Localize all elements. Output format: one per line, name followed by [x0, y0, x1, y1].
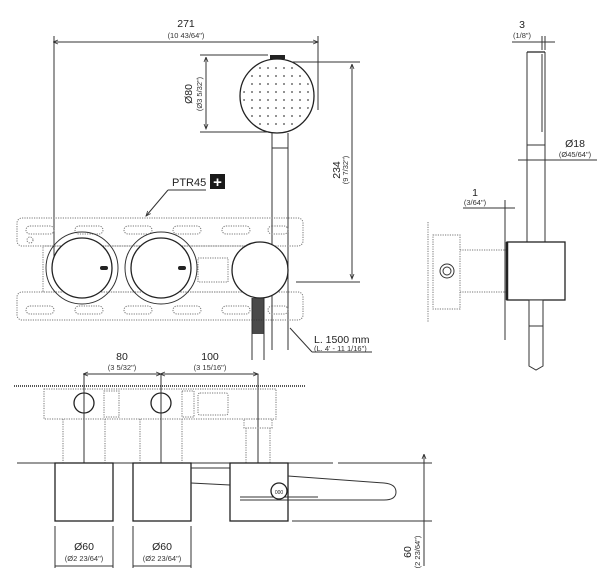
knob-depth-imperial: (2 23/64")	[413, 535, 422, 568]
hose-connection-mark: 000	[275, 490, 284, 496]
hand-shower-height-value: 234	[331, 161, 343, 179]
hose-length-label: L. 1500 mm (L. 4' - 11 1/16")	[289, 327, 372, 353]
hose	[528, 326, 544, 371]
valve-body	[432, 234, 461, 310]
shower-head-nozzles	[243, 62, 311, 130]
shower-head-cap	[270, 55, 285, 59]
wall-gap-value: 1	[472, 187, 478, 199]
hand-shower-height-imperial: (9 7/32")	[341, 155, 350, 184]
knob-diameter-dimensions: Ø60 (Ø2 23/64") Ø60 (Ø2 23/64")	[54, 526, 192, 568]
hose-connection-circle	[270, 482, 288, 500]
knob-spacing-dimension: 80 (3 5/32") 100 (3 15/16")	[84, 351, 258, 374]
spacing-1-imperial: (3 5/32")	[108, 363, 137, 372]
overall-width-imperial: (10 43/64")	[168, 31, 205, 40]
knob-rosette	[124, 231, 198, 305]
handle-thickness-value: 3	[519, 19, 525, 31]
connector-block	[103, 390, 120, 418]
mixer-knob-2	[124, 231, 198, 305]
valve-port	[439, 263, 455, 279]
knob-depth-dimension: 60 (2 23/64")	[292, 455, 432, 568]
hand-shower-height-dimension: 234 (9 7/32")	[292, 61, 360, 283]
plus-badge	[210, 174, 225, 189]
spacing-1-value: 80	[116, 351, 128, 363]
valve-body-top	[43, 388, 277, 420]
knob-indicator	[178, 266, 186, 270]
shower-head-diameter-value: Ø80	[183, 84, 195, 104]
hose-length-value: L. 1500 mm	[314, 334, 370, 346]
hose-nut	[528, 299, 544, 327]
hose-top	[190, 482, 231, 486]
plus-icon: +	[213, 174, 222, 191]
mount-hole	[26, 236, 34, 244]
handle-diameter-dimension: Ø18 (Ø45/64")	[518, 138, 597, 161]
mixer-knob-1	[45, 231, 119, 305]
leader-line	[289, 327, 313, 353]
shower-head-diameter-dimension: Ø80 (Ø3 5/32")	[183, 54, 268, 133]
knob-1-diameter-value: Ø60	[74, 541, 94, 553]
knob-1-top	[54, 462, 114, 522]
valve-port-inner	[442, 266, 452, 276]
knob-face	[51, 237, 113, 299]
overall-width-value: 271	[177, 18, 195, 30]
rough-in-part-label: PTR45	[172, 177, 206, 189]
diverter-box	[197, 257, 229, 283]
spacing-2-imperial: (3 15/16")	[194, 363, 227, 372]
handle-diameter-value: Ø18	[565, 138, 585, 150]
knob-2-diameter-value: Ø60	[152, 541, 172, 553]
spacing-2-value: 100	[201, 351, 219, 363]
leader-line	[146, 189, 169, 216]
hose-connector	[252, 298, 264, 334]
knob-2-top	[132, 462, 192, 522]
knob-face	[130, 237, 192, 299]
knob-rosette	[45, 231, 119, 305]
knob-depth-value: 60	[402, 546, 414, 558]
knob-1-diameter-imperial: (Ø2 23/64")	[65, 554, 104, 563]
rough-in-body-side	[427, 222, 507, 322]
front-view: 271 (10 43/64") Ø80 (Ø3 5/32") 234	[16, 18, 372, 360]
plate-slots	[25, 225, 289, 315]
handle-diameter-imperial: (Ø45/64")	[559, 150, 592, 159]
overall-width-dimension: 271 (10 43/64")	[54, 18, 318, 268]
side-view: 3 (1/8") Ø18 (Ø45/64") 1 (3/64")	[427, 19, 597, 371]
connector-block	[181, 390, 195, 418]
shower-head-diameter-imperial: (Ø3 5/32")	[195, 76, 204, 111]
knob-2-diameter-imperial: (Ø2 23/64")	[143, 554, 182, 563]
hand-shower-head	[239, 55, 315, 350]
hand-shower-top-profile	[287, 475, 397, 501]
hose-length-imperial: (L. 4' - 11 1/16")	[314, 344, 367, 353]
shower-holder-outlet	[231, 241, 289, 360]
holder-block	[506, 241, 566, 301]
top-view: 80 (3 5/32") 100 (3 15/16")	[14, 351, 432, 568]
handle-thickness-imperial: (1/8")	[513, 31, 532, 40]
wall-gap-imperial: (3/64")	[464, 198, 487, 207]
holder-disc	[231, 241, 289, 299]
wall-gap-dimension: 1 (3/64")	[463, 187, 515, 340]
rough-in-label: PTR45 +	[146, 174, 225, 216]
handle-thickness-dimension: 3 (1/8")	[512, 19, 555, 50]
outlet-nut	[243, 418, 273, 429]
diverter-box-top	[197, 392, 229, 416]
knob-indicator	[100, 266, 108, 270]
